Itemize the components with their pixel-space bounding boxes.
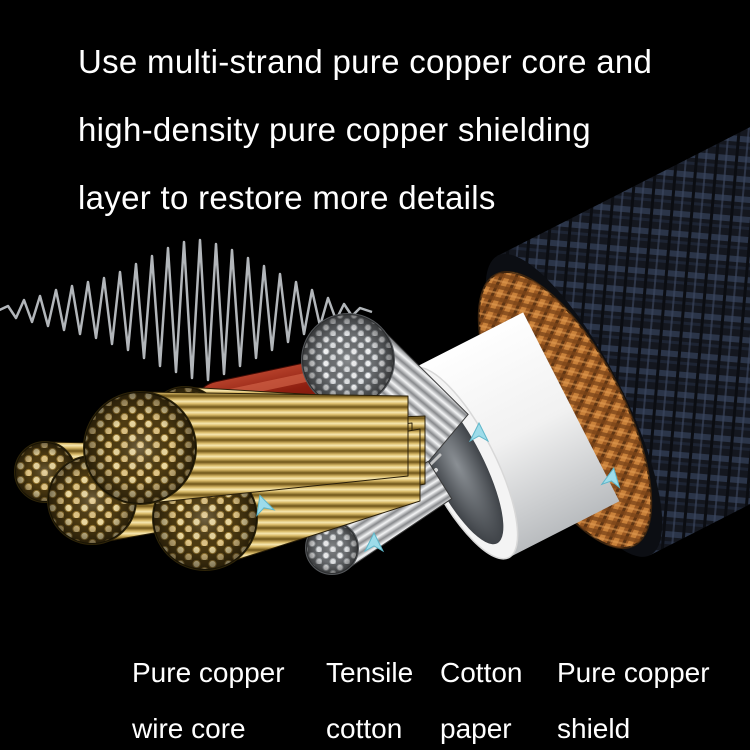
label-line: Pure copper <box>132 657 285 688</box>
audio-waveform-icon <box>0 238 373 382</box>
pointer-arrow-icon <box>600 467 621 489</box>
label-line: Pure copper <box>557 657 710 688</box>
label-pure-copper-wire-core: Pure copper wire core <box>132 645 285 750</box>
label-line: Cotton <box>440 657 523 688</box>
cotton-paper-tube <box>409 312 620 559</box>
label-line: Tensile <box>326 657 414 688</box>
headline: Use multi-strand pure copper core and hi… <box>78 28 652 232</box>
pointer-arrow-icon <box>468 421 490 443</box>
label-line: shield <box>557 713 631 744</box>
copper-bundle <box>83 391 409 505</box>
cable-body <box>14 65 750 575</box>
pointer-arrows <box>256 421 621 553</box>
label-line: cotton <box>326 713 403 744</box>
copper-wire-bundles <box>14 386 426 571</box>
headline-line-1: Use multi-strand pure copper core and <box>78 43 653 80</box>
pointer-arrow-icon <box>256 494 276 517</box>
label-line: wire core <box>132 713 246 744</box>
label-line: paper <box>440 713 512 744</box>
headline-line-2: high-density pure copper shielding <box>78 111 591 148</box>
pointer-arrow-icon <box>363 531 385 553</box>
part-labels: Pure copper wire core Tensile cotton Cot… <box>0 645 750 750</box>
headline-line-3: layer to restore more details <box>78 179 496 216</box>
label-cotton-paper: Cotton paper <box>440 645 523 750</box>
label-pure-copper-shield: Pure copper shield <box>557 645 710 750</box>
label-tensile-cotton: Tensile cotton <box>326 645 413 750</box>
